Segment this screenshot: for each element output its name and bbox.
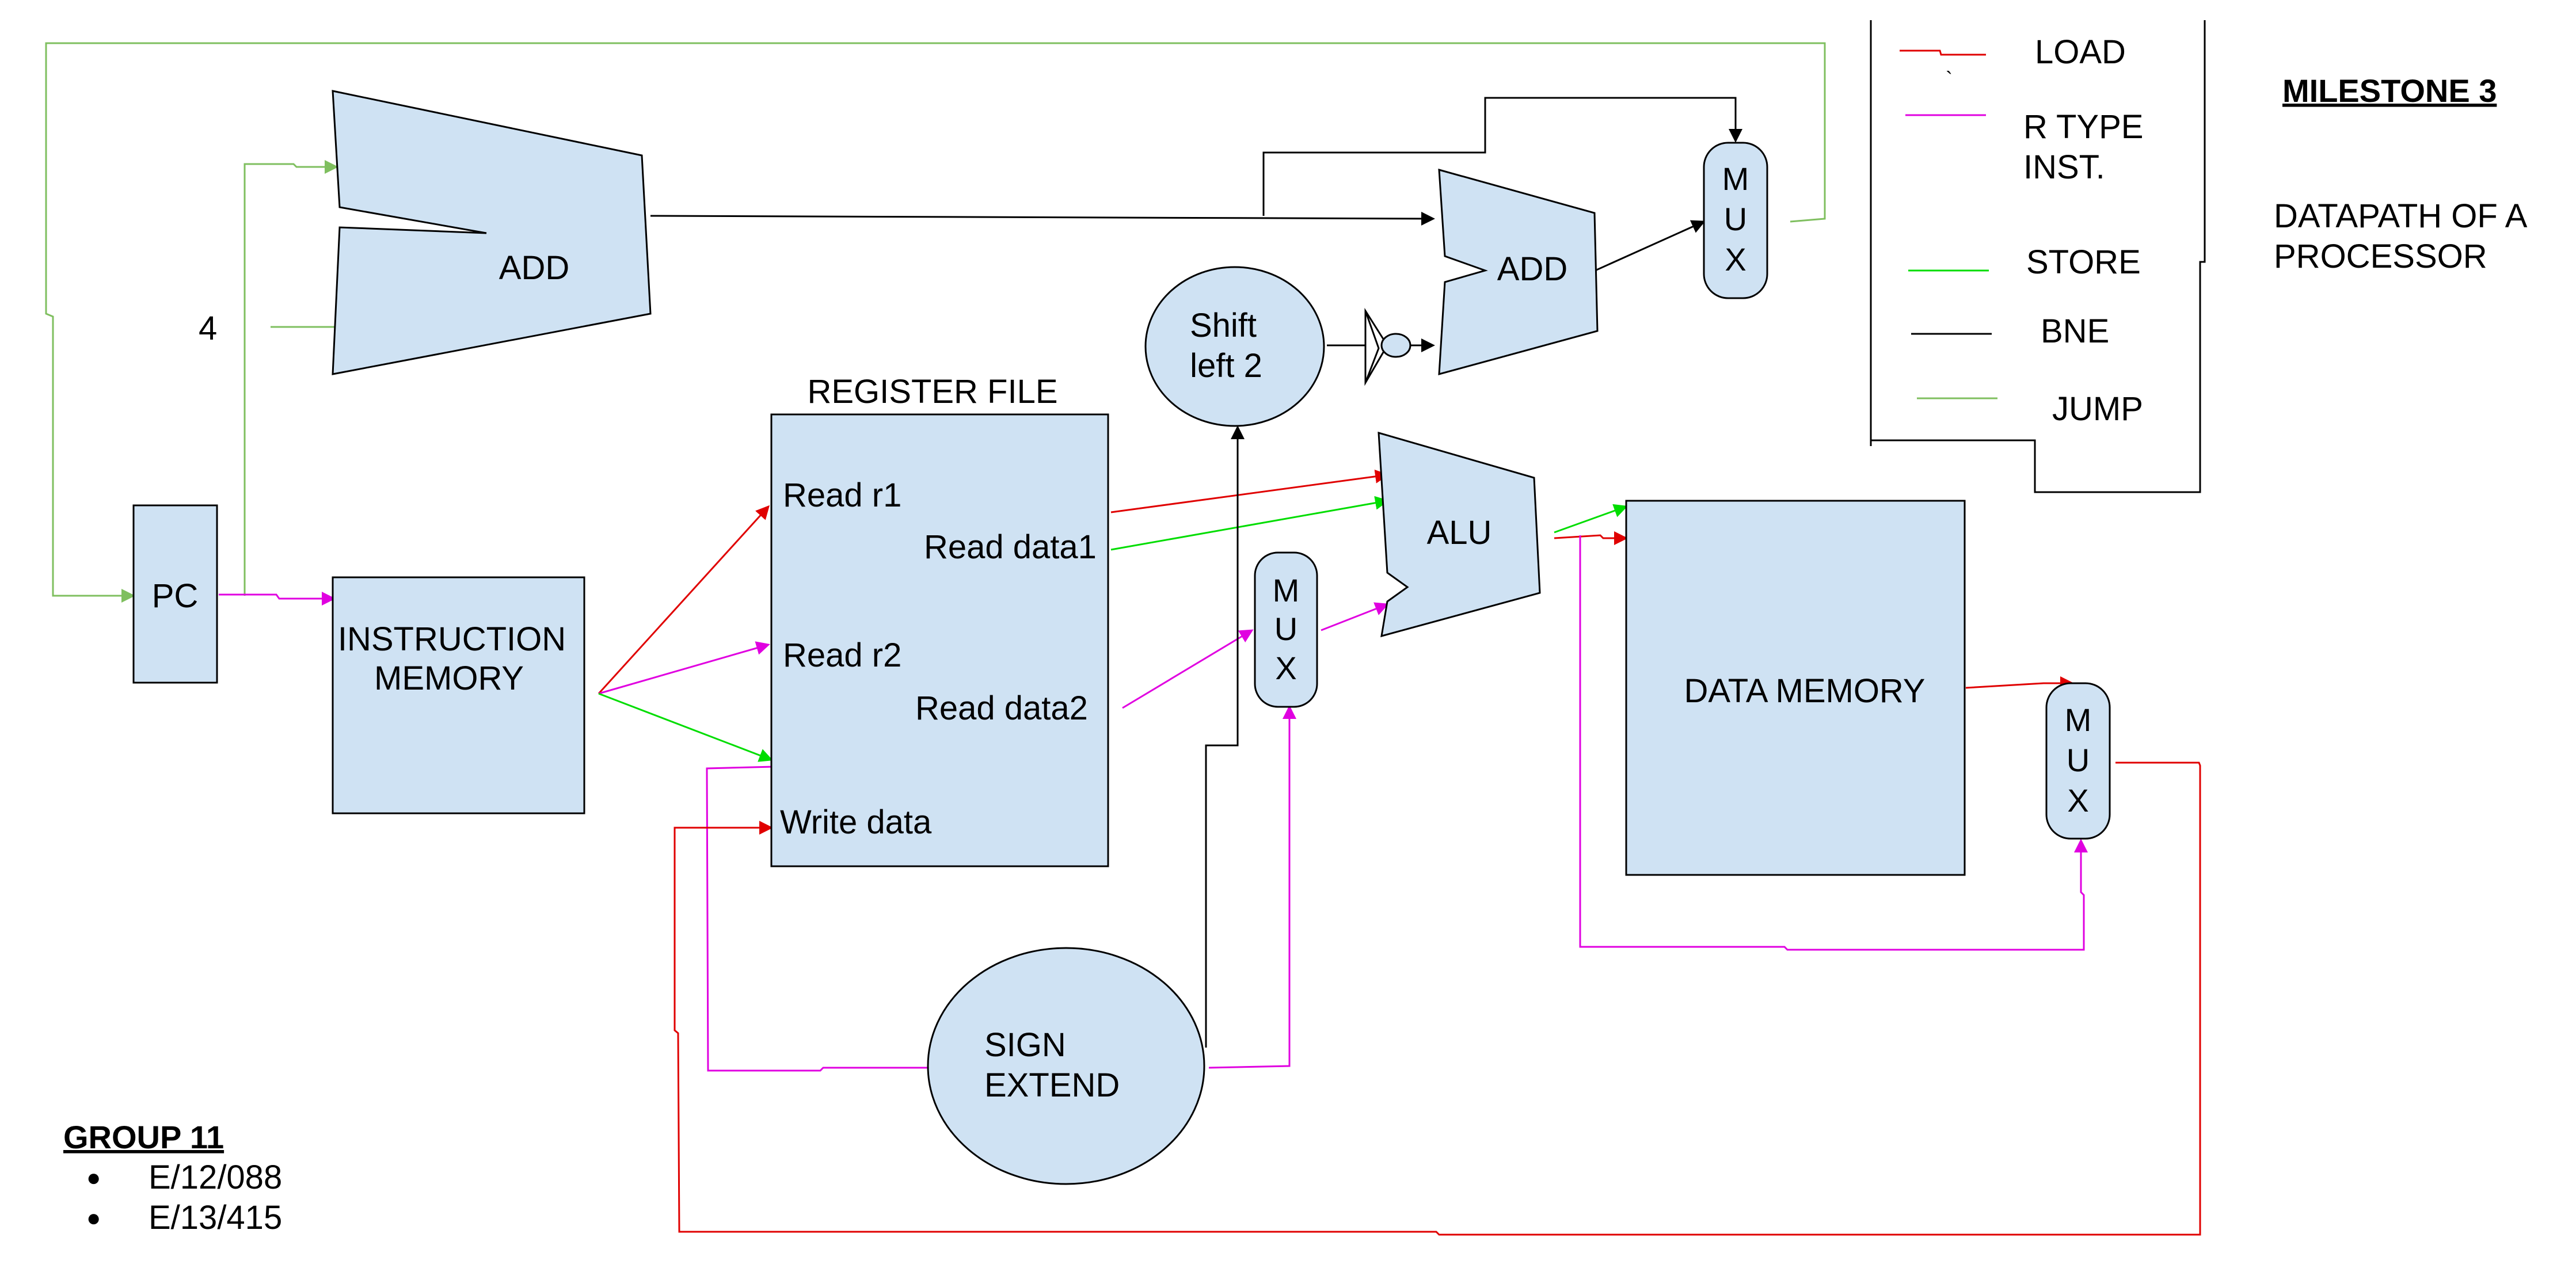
adder-top: ADD: [332, 90, 652, 375]
mux-branch-x: X: [1725, 241, 1746, 277]
mux-branch-u: U: [1724, 201, 1747, 237]
add-branch-label: ADD: [1497, 250, 1567, 288]
pc-label: PC: [152, 577, 199, 615]
data-memory: DATA MEMORY: [1625, 500, 1966, 876]
branch-to-mux-wire: [1262, 97, 1742, 216]
sign-extend-feedback-wire: [706, 766, 930, 1072]
legend-rtype-label-1: R TYPE: [2023, 108, 2143, 146]
imem-label-2: MEMORY: [374, 660, 524, 697]
mux-branch-m: M: [1722, 161, 1749, 197]
sign-extend-label-1: SIGN: [984, 1026, 1066, 1064]
register-file: REGISTER FILE Read r1 Read data1 Read r2…: [770, 373, 1109, 867]
write-data-label: Write data: [780, 804, 932, 841]
adder-branch: ADD: [1438, 168, 1599, 375]
mux-branch: M U X: [1703, 142, 1768, 299]
add-top-label: ADD: [499, 249, 569, 287]
alu-to-dmem-store-wire: [1554, 504, 1628, 534]
read-r1-label: Read r1: [783, 477, 901, 514]
add-to-mux-wire: [1588, 220, 1706, 275]
shift-label-2: left 2: [1190, 347, 1262, 384]
instruction-memory: INSTRUCTION MEMORY: [332, 576, 585, 814]
legend-bne-label: BNE: [2041, 313, 2109, 350]
read-data1-store-wire: [1110, 496, 1389, 551]
and-gate: [1364, 307, 1411, 386]
wires: [45, 42, 2201, 1236]
load-writeback-wire: [674, 762, 2201, 1236]
legend-jump-label: JUMP: [2052, 390, 2143, 428]
subtitle-line1: DATAPATH OF A: [2274, 197, 2528, 235]
legend: ` LOAD R TYPE INST. STORE BNE JUMP: [1870, 20, 2206, 493]
member-2: E/13/415: [149, 1199, 282, 1236]
pc-to-imem-wire: [219, 592, 336, 606]
read-r2-label: Read r2: [783, 637, 901, 674]
mux-alu-m: M: [1273, 572, 1300, 608]
bullet-2: ●: [86, 1204, 101, 1231]
constant-four: 4: [199, 310, 217, 347]
legend-store-label: STORE: [2026, 243, 2141, 281]
add-to-add-wire: [650, 211, 1435, 226]
read-data1-label: Read data1: [924, 528, 1097, 566]
alu-label: ALU: [1427, 514, 1492, 551]
legend-rtype-label-2: INST.: [2023, 149, 2105, 186]
subtitle-line2: PROCESSOR: [2274, 238, 2487, 275]
sign-extend-to-mux-wire: [1208, 705, 1296, 1069]
milestone-title: MILESTONE 3: [2282, 73, 2497, 109]
shift-label-1: Shift: [1190, 307, 1257, 344]
imem-label-1: INSTRUCTION: [338, 620, 566, 658]
alu: ALU: [1378, 431, 1541, 638]
mux-to-alu-wire: [1321, 602, 1389, 631]
imem-to-read-r2-wire: [598, 641, 770, 695]
legend-load-line: [1900, 50, 1986, 56]
read-data2-label: Read data2: [915, 690, 1088, 727]
legend-tick: `: [1946, 67, 1953, 91]
jump-wire-loop: [45, 42, 1826, 603]
mux-alu-x: X: [1275, 650, 1296, 686]
imem-to-read-r1-wire: [598, 505, 770, 695]
read-data1-load-wire: [1110, 469, 1389, 513]
group-title: GROUP 11: [63, 1119, 224, 1155]
sign-extend-label-2: EXTEND: [984, 1067, 1120, 1104]
dmem-to-mux-wire: [1965, 676, 2074, 690]
member-1: E/12/088: [149, 1159, 282, 1196]
imem-to-write-wire: [598, 692, 773, 762]
mux-alu-input: M U X: [1254, 551, 1318, 708]
register-file-title: REGISTER FILE: [807, 373, 1057, 410]
sign-extend: SIGN EXTEND: [927, 947, 1205, 1185]
legend-load-label: LOAD: [2035, 33, 2126, 71]
alu-to-dmem-load-wire: [1554, 531, 1628, 545]
mux-wb-x: X: [2067, 782, 2088, 818]
mux-writeback: M U X: [2045, 682, 2111, 840]
bullet-1: ●: [86, 1164, 101, 1191]
mux-alu-u: U: [1274, 611, 1297, 647]
mux-wb-u: U: [2067, 742, 2090, 778]
data-memory-label: DATA MEMORY: [1684, 672, 1926, 710]
pc-to-add-wire: [243, 160, 338, 596]
group-info: GROUP 11 ● E/12/088 ● E/13/415: [63, 1119, 282, 1236]
mux-wb-m: M: [2065, 702, 2092, 738]
legend-frame: [1870, 20, 2206, 493]
alu-bypass-wire: [1579, 535, 2088, 951]
pc-block: PC: [132, 504, 218, 684]
shift-left-2: Shift left 2: [1144, 266, 1325, 427]
sign-extend-to-shift-wire: [1205, 425, 1245, 1048]
read-data2-to-mux-wire: [1122, 629, 1254, 709]
